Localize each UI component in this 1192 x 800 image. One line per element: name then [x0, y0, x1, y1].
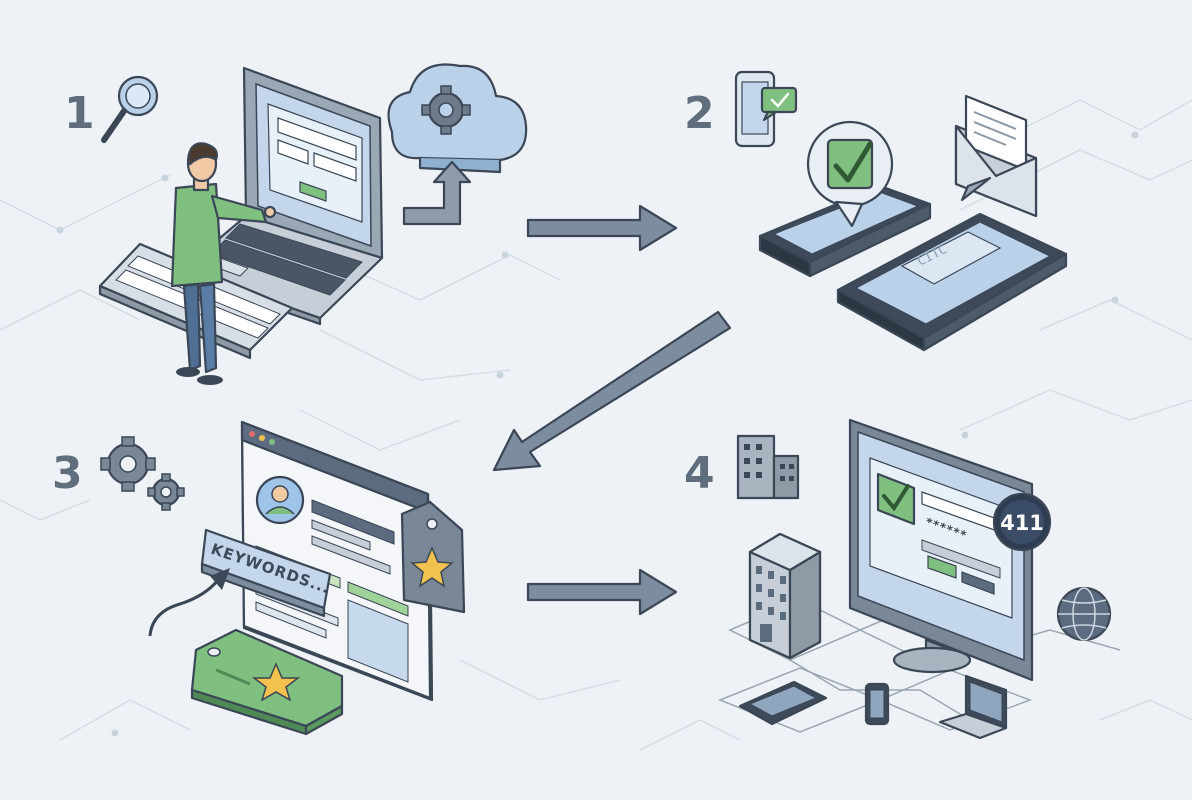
cloud-gear-icon: [387, 63, 528, 174]
star-price-tag-flat: [190, 628, 344, 736]
tablet-illustration: CITC: [836, 212, 1068, 352]
flow-arrow-2-to-3: [492, 310, 732, 472]
small-phone-device: [864, 682, 890, 726]
flow-arrow-3-to-4: [526, 568, 678, 616]
step-4-group: 4: [684, 418, 1121, 740]
office-tower: [748, 532, 822, 660]
desktop-monitor: ******: [848, 418, 1034, 682]
notification-badge: 411: [992, 492, 1052, 552]
gears-icon: [100, 436, 185, 511]
phone-message-icon: [734, 70, 798, 148]
laptop-illustration: [180, 66, 384, 326]
browser-profile-window: [240, 420, 434, 702]
step-3-number: 3: [52, 448, 83, 499]
star-price-tag-upright: [400, 500, 466, 614]
small-gear-icon: [147, 473, 185, 511]
step-1-number: 1: [64, 88, 95, 139]
envelope-icon: [954, 94, 1038, 218]
person-figure: [170, 142, 277, 385]
curved-link-arrow: [148, 568, 230, 637]
upload-arrow: [402, 160, 472, 226]
badge-count: 411: [1000, 511, 1044, 535]
step-4-number: 4: [684, 448, 715, 499]
smartphone-illustration: [758, 184, 932, 278]
verification-check-bubble: [806, 120, 894, 228]
step-1-group: 1: [64, 63, 528, 385]
globe-icon: [1056, 586, 1112, 642]
step-2-number: 2: [684, 88, 715, 139]
large-gear-icon: [100, 436, 156, 492]
step-3-group: 3: [52, 420, 466, 736]
background-nodes: [56, 131, 1139, 737]
buildings-icon: [736, 434, 800, 500]
small-tablet-device: [738, 680, 828, 726]
small-laptop-device: [938, 674, 1008, 740]
flow-arrow-1-to-2: [526, 204, 678, 252]
magnifier-icon: [101, 75, 159, 143]
step-2-group: 2: [684, 70, 1068, 352]
